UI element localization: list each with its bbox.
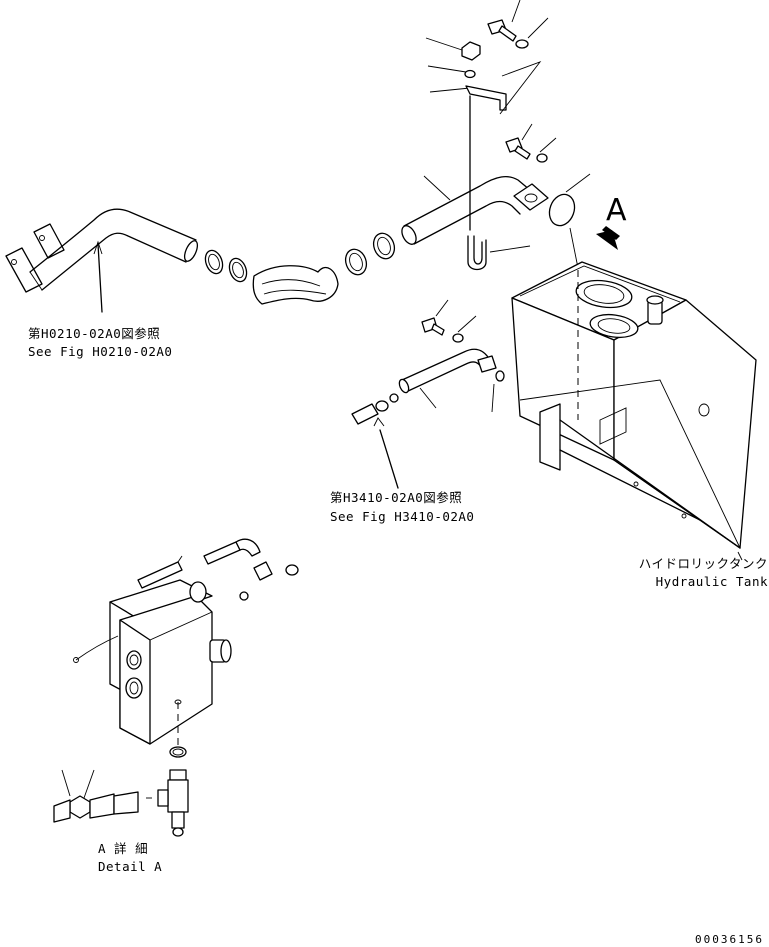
detail-label-en: Detail A xyxy=(98,859,162,874)
view-a-marker: A xyxy=(596,193,627,250)
left-pipe-assembly xyxy=(5,208,199,313)
callout-fig-h0210-jp: 第H0210-02A0図参照 xyxy=(28,326,160,341)
return-pipe-assembly xyxy=(351,299,505,489)
labels: 第H0210-02A0図参照 See Fig H0210-02A0 第H3410… xyxy=(28,326,768,946)
rubber-hose xyxy=(252,265,339,305)
tank-label-en: Hydraulic Tank xyxy=(656,574,768,589)
hose-clamps-right xyxy=(344,232,396,276)
u-bolt xyxy=(467,235,531,271)
tank-label-jp: ハイドロリックタンク xyxy=(639,556,768,571)
gasket xyxy=(548,173,591,269)
hydraulic-tank xyxy=(511,261,757,561)
top-bolt-group xyxy=(425,0,549,231)
detail-a-assembly xyxy=(53,538,299,837)
detail-label-jp: A 詳 細 xyxy=(98,841,148,856)
upper-suction-pipe xyxy=(401,175,549,245)
callout-fig-h0210-en: See Fig H0210-02A0 xyxy=(28,344,172,359)
callout-fig-h3410-en: See Fig H3410-02A0 xyxy=(330,509,474,524)
hose-clamps-left xyxy=(204,249,248,283)
drawing-number: 00036156 xyxy=(695,933,764,946)
callout-fig-h3410-jp: 第H3410-02A0図参照 xyxy=(330,490,462,505)
view-marker-label: A xyxy=(606,193,627,228)
flange-bolt xyxy=(505,123,557,163)
